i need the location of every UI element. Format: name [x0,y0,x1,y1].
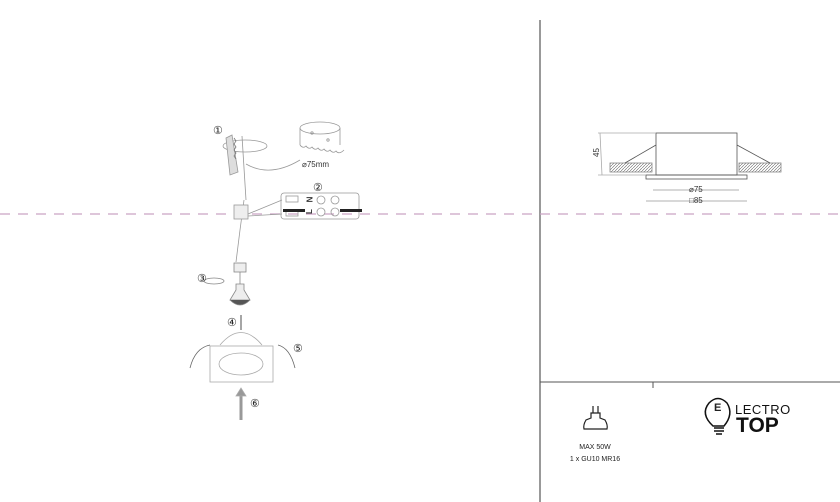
cutout-dimension: ⌀75 [689,185,703,194]
ceiling-cut-illustration [222,134,301,201]
neutral-terminal-label: N [305,196,315,203]
step-6-marker: ⑥ [250,398,260,410]
wiring-illustration [233,192,362,263]
logo-text-top: LECTRO [735,402,791,417]
outer-dimension: □85 [689,196,703,205]
lamp-type-label: 1 x GU10 MR16 [569,456,621,463]
section-drawing [598,132,782,202]
max-power-label: MAX 50W [579,444,611,451]
mr16-lamp-icon [583,406,608,430]
hole-saw-icon [299,121,345,154]
live-terminal-label: L [304,209,314,214]
downlight-fitting-illustration [189,315,296,420]
gu10-lamp-illustration [203,262,251,306]
hole-saw-size-label: ⌀75mm [302,160,330,169]
electrotop-logo-bulb [704,397,731,435]
step-4-marker: ④ [227,317,237,329]
step-3-marker: ③ [197,273,207,285]
step-2-marker: ② [313,182,323,194]
logo-letter: E [714,402,722,414]
height-dimension: 45 [591,148,601,157]
step-5-marker: ⑤ [293,343,303,355]
step-1-marker: ① [213,125,223,137]
logo-text-bottom: TOP [736,414,779,437]
